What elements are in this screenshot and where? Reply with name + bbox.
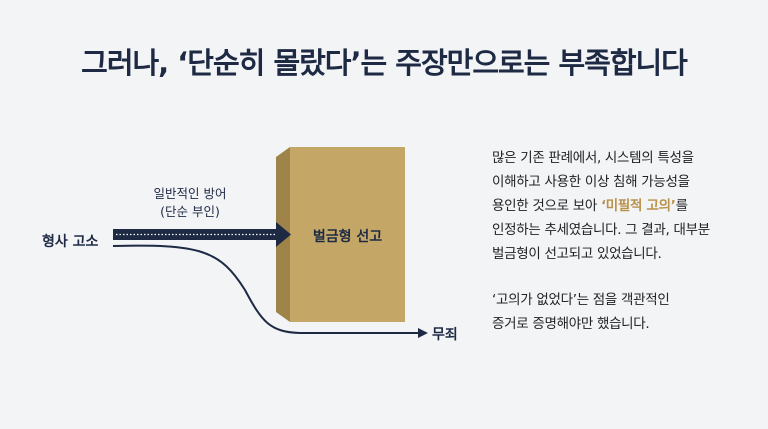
p1-line1: 많은 기존 판례에서, 시스템의 특성을 xyxy=(492,150,694,166)
p1-line2: 이해하고 사용한 이상 침해 가능성을 xyxy=(492,174,690,190)
arrow-label-line2: (단순 부인) xyxy=(160,204,220,219)
p1-line3-pre: 용인한 것으로 보아 xyxy=(492,198,601,214)
page-title: 그러나, ‘단순히 몰랐다’는 주장만으로는 부족합니다 xyxy=(81,46,688,80)
end-label: 무죄 xyxy=(432,327,458,343)
arrow-label: 일반적인 방어 (단순 부인) xyxy=(130,185,250,221)
p2-line1: ‘고의가 없었다’는 점을 객관적인 xyxy=(492,292,670,308)
acquittal-path xyxy=(112,244,420,334)
main-arrow-head xyxy=(276,222,291,247)
sentence-box xyxy=(290,147,405,322)
highlight-term: ‘미필적 고의’ xyxy=(600,198,676,214)
p1-line3-post: 를 xyxy=(675,198,688,214)
p1-line4: 인정하는 추세였습니다. 그 결과, 대부분 xyxy=(492,222,710,238)
p1-line3: 용인한 것으로 보아 ‘미필적 고의’를 xyxy=(492,194,710,218)
acquittal-arrow-head xyxy=(418,328,428,338)
p1-line5: 벌금형이 선고되고 있었습니다. xyxy=(492,246,662,262)
explanation-text: 많은 기존 판례에서, 시스템의 특성을 이해하고 사용한 이상 침해 가능성을… xyxy=(492,146,710,336)
main-arrow-shaft xyxy=(113,229,277,240)
arrow-label-line1: 일반적인 방어 xyxy=(153,186,227,201)
start-label: 형사 고소 xyxy=(42,234,99,250)
p2-line2: 증거로 증명해야만 했습니다. xyxy=(492,316,650,332)
box-label: 벌금형 선고 xyxy=(312,229,383,245)
